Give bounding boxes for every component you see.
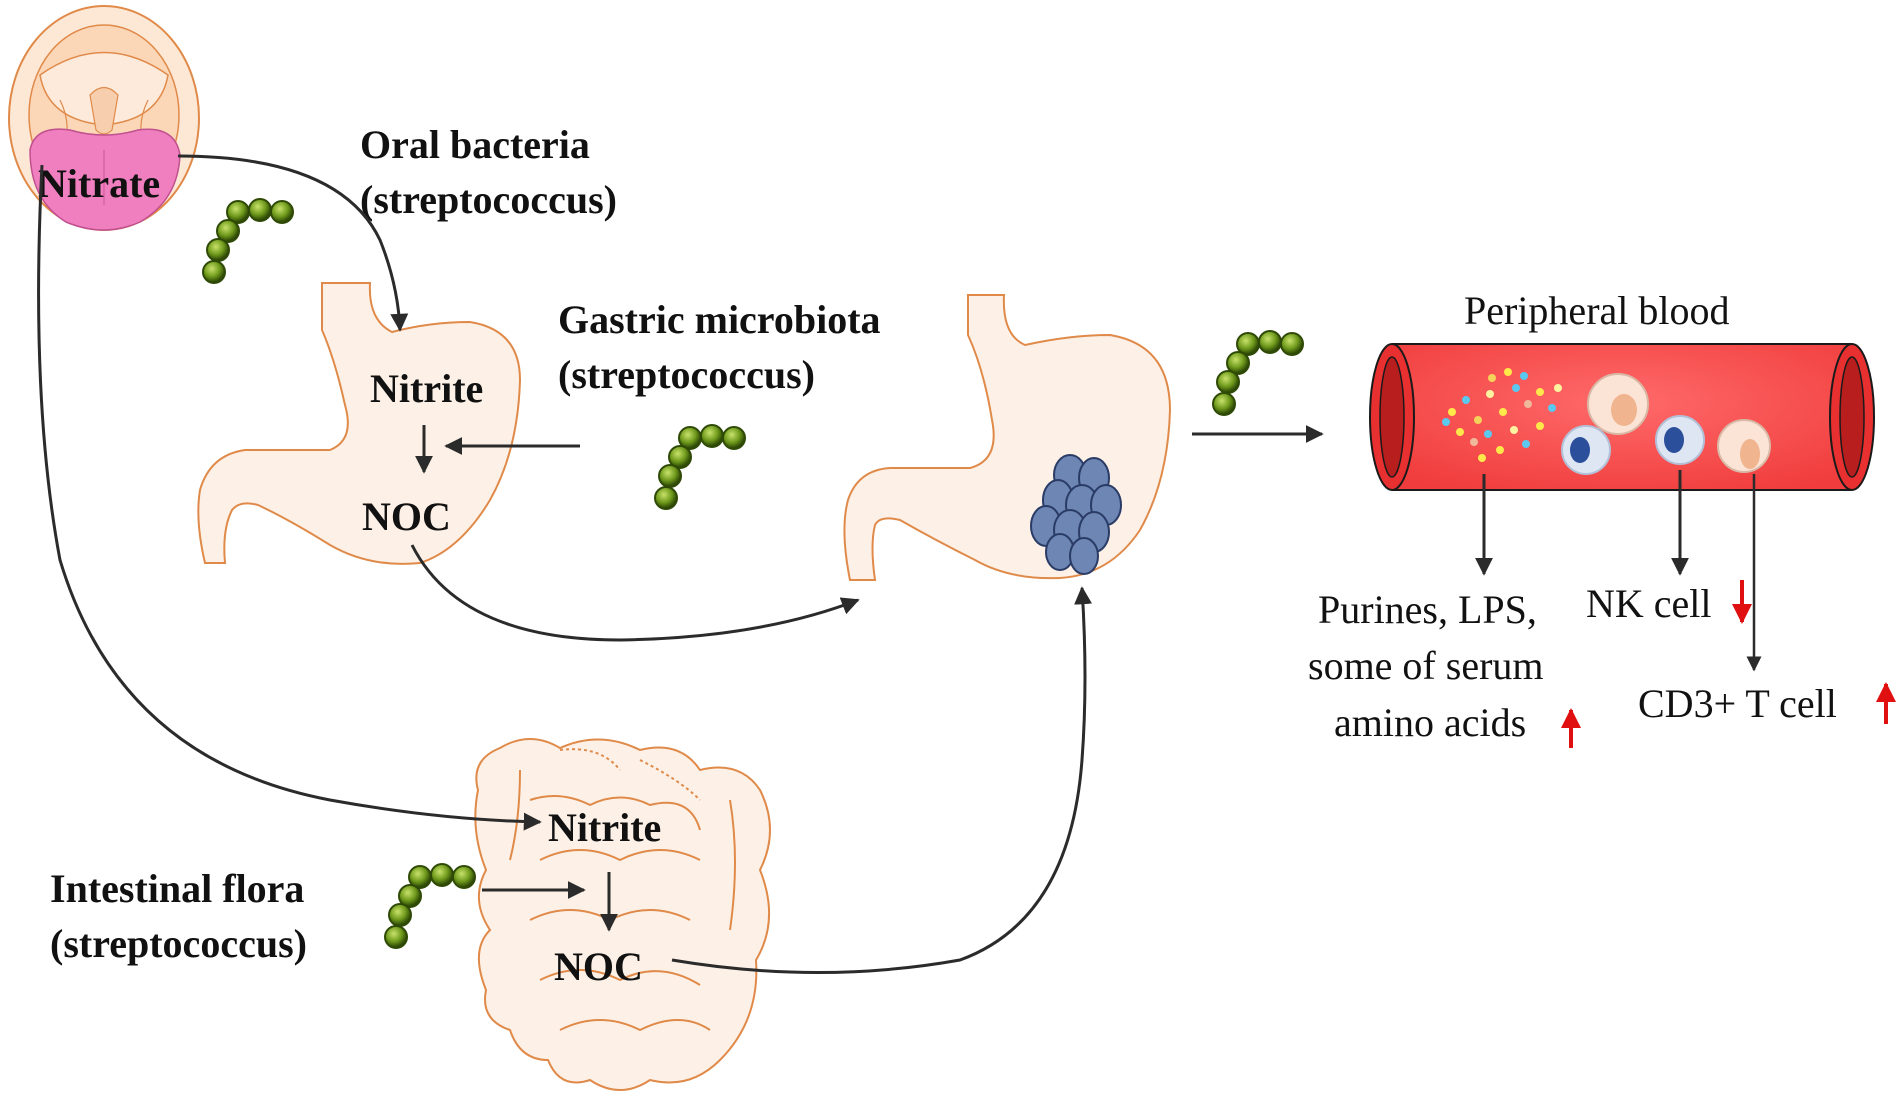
intestine-noc-to-stomach-arrow bbox=[671, 586, 1093, 974]
stomach-outline-1 bbox=[197, 282, 522, 565]
immune-cells bbox=[1561, 373, 1771, 475]
gastric-streptococcus-icon bbox=[654, 424, 746, 510]
nk-cell-label: NK cell bbox=[1586, 581, 1712, 626]
nitrate-label: Nitrate bbox=[38, 161, 160, 206]
intestine-noc-label: NOC bbox=[554, 944, 643, 989]
amino-acids-label: amino acids bbox=[1334, 700, 1526, 745]
intestinal-flora-label: Intestinal flora bbox=[50, 866, 304, 911]
oral-bacteria-sublabel: (streptococcus) bbox=[360, 177, 617, 222]
stomach-nitrite-label: Nitrite bbox=[370, 366, 483, 411]
noc-to-stomach-arrow bbox=[410, 544, 860, 642]
purines-label: Purines, LPS, bbox=[1318, 587, 1537, 632]
stomach-outline-2 bbox=[843, 294, 1172, 581]
intestinal-flora-sublabel: (streptococcus) bbox=[50, 921, 307, 966]
gastric-microbiota-sublabel: (streptococcus) bbox=[558, 352, 815, 397]
stomach-noc-label: NOC bbox=[362, 494, 451, 539]
intestinal-streptococcus-icon bbox=[384, 863, 476, 949]
peripheral-blood-label: Peripheral blood bbox=[1464, 288, 1730, 333]
mouth-illustration bbox=[8, 5, 200, 231]
nitrate-to-intestine-arrow bbox=[37, 164, 542, 831]
cd3-t-cell-label: CD3+ T cell bbox=[1638, 681, 1837, 726]
nitrate-to-stomach-arrow bbox=[177, 154, 409, 332]
oral-bacteria-label: Oral bacteria bbox=[360, 122, 590, 167]
intestine-illustration bbox=[474, 738, 771, 1091]
oral-streptococcus-icon bbox=[202, 198, 294, 284]
tumor-cluster bbox=[1030, 454, 1122, 575]
blood-streptococcus-icon bbox=[1212, 330, 1304, 416]
gastric-microbiota-label: Gastric microbiota bbox=[558, 297, 881, 342]
metabolite-particles bbox=[1442, 368, 1562, 462]
intestine-nitrite-label: Nitrite bbox=[548, 805, 661, 850]
tongue bbox=[29, 128, 181, 231]
serum-label: some of serum bbox=[1308, 643, 1544, 688]
